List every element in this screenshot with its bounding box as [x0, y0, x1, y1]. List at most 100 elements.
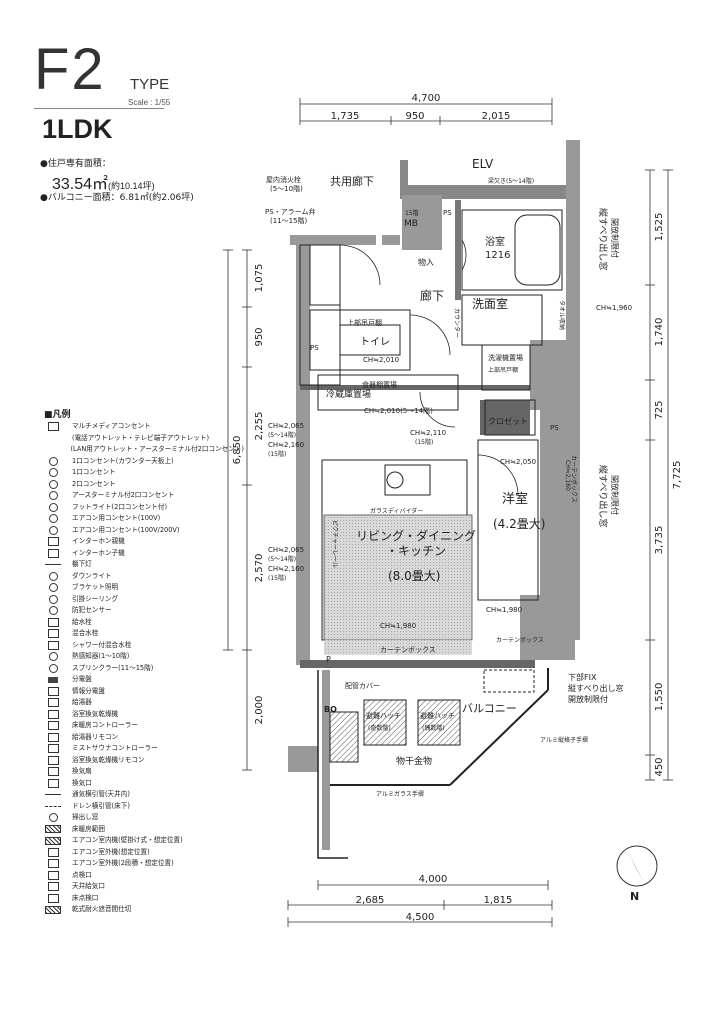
washroom-label: 洗面室: [472, 296, 508, 311]
dim-left-3: 2,255: [254, 412, 265, 441]
legend-item: ダウンライト: [44, 571, 244, 583]
circle-symbol-icon: [44, 663, 62, 673]
svg-text:(偶数階): (偶数階): [422, 724, 445, 732]
legend-label: シャワー付混合水栓: [72, 640, 132, 649]
svg-text:開放制限付: 開放制限付: [568, 694, 608, 704]
rail-b-label: アルミガラス手摺: [376, 790, 424, 798]
dim-right-total: 7,725: [672, 461, 683, 490]
legend-label: 換気口: [72, 778, 92, 787]
circle-symbol-icon: [44, 502, 62, 512]
svg-text:ピクチャーレール: ピクチャーレール: [331, 520, 338, 568]
legend-item: 給湯器リモコン: [44, 732, 244, 744]
svg-text:CH≒2,050: CH≒2,050: [500, 458, 536, 466]
circle-symbol-icon: [44, 571, 62, 581]
circle-symbol-icon: [44, 606, 62, 616]
circle-symbol-icon: [44, 479, 62, 489]
dim-right-1: 1,525: [654, 213, 665, 242]
legend-item: エアコン室内機(壁掛け式・想定位置): [44, 835, 244, 847]
svg-text:カーテンボックス: カーテンボックス: [570, 455, 578, 503]
legend-label: マルチメディアコンセント: [72, 422, 151, 431]
svg-text:PS: PS: [550, 424, 559, 432]
box-symbol-icon: [44, 548, 62, 558]
legend-label: (電話アウトレット・テレビ端子アウトレット): [72, 433, 210, 442]
svg-text:タオル収納: タオル収納: [558, 300, 566, 330]
curtain-box-label: カーテンボックス: [380, 646, 436, 654]
legend-item: スプリンクラー(11〜15階): [44, 663, 244, 675]
ldk-label: リビング・ダイニング: [356, 528, 476, 543]
legend-label: ドレン横引管(床下): [72, 801, 130, 810]
legend-item: マルチメディアコンセント: [44, 421, 244, 433]
legend-item: 1口コンセント(カウンター天板上): [44, 456, 244, 468]
walls: [288, 140, 580, 850]
legend-item: インターホン親機: [44, 536, 244, 548]
svg-text:PS: PS: [310, 344, 319, 352]
legend-label: エアコン室外機(想定位置): [72, 847, 150, 856]
legend-label: 換気扇: [72, 767, 92, 776]
svg-text:P: P: [326, 655, 331, 664]
legend-label: ブラケット照明: [72, 583, 119, 592]
closet-label: クロゼット: [488, 416, 528, 426]
legend-label: ダウンライト: [72, 571, 112, 580]
hatch-symbol-icon: [44, 825, 62, 834]
line-symbol-icon: [44, 560, 62, 569]
legend-item: エアコン用コンセント(100V/200V): [44, 525, 244, 537]
window-b-label: 縦すべり出し窓: [597, 465, 609, 527]
svg-text:(15階): (15階): [268, 574, 286, 582]
ldk-size: (8.0畳大): [388, 569, 440, 583]
dim-top-total: 4,700: [412, 93, 441, 104]
legend-item: 換気扇: [44, 766, 244, 778]
beam-note: 梁欠き(5〜14階): [488, 177, 534, 185]
svg-text:CH≒2,010: CH≒2,010: [363, 356, 399, 364]
legend-label: 給水栓: [72, 617, 92, 626]
balcony-outline: [317, 668, 549, 859]
svg-text:CH≒2,065: CH≒2,065: [268, 422, 304, 430]
box-symbol-icon: [44, 744, 62, 754]
box-symbol-icon: [44, 617, 62, 627]
hatch-symbol-icon: [44, 905, 62, 914]
legend-label: 給湯器: [72, 698, 92, 707]
legend-label: エアコン室外機(2段積・想定位置): [72, 859, 174, 868]
svg-text:カウンター: カウンター: [453, 308, 461, 338]
legend-label: エアコン用コンセント(100V/200V): [72, 525, 180, 534]
dim-right-5: 1,550: [654, 683, 665, 712]
balcony-area-label: ●バルコニー面積：6.81㎡(約2.06坪): [40, 193, 194, 203]
legend-item: ブラケット照明: [44, 582, 244, 594]
box-symbol-icon: [44, 755, 62, 765]
box-symbol-icon: [44, 870, 62, 880]
svg-text:(5〜10階): (5〜10階): [270, 184, 303, 193]
hatch-b-label: 避難ハッチ: [420, 711, 455, 720]
svg-text:(11〜15階): (11〜15階): [270, 216, 308, 225]
svg-text:CH≒1,980: CH≒1,980: [486, 606, 522, 614]
box-symbol-icon: [44, 640, 62, 650]
svg-text:(5〜14階): (5〜14階): [268, 431, 296, 439]
legend-item: 換気口: [44, 778, 244, 790]
svg-text:CH≒2,160: CH≒2,160: [268, 441, 304, 449]
legend-item: 棚下灯: [44, 559, 244, 571]
rail-a-label: アルミ縦格子手摺: [540, 736, 588, 744]
legend-label: 引掛シーリング: [72, 594, 119, 603]
line-symbol-icon: [44, 790, 62, 799]
circle-symbol-icon: [44, 583, 62, 593]
scale-label: Scale : 1/55: [128, 98, 171, 107]
legend-label: 混合水栓: [72, 629, 99, 638]
fill-symbol-icon: [44, 675, 62, 684]
dim-top-2: 950: [405, 111, 424, 122]
window-c-label: 下部FIX: [568, 672, 597, 682]
svg-text:N: N: [630, 890, 639, 903]
legend-title: ■凡例: [44, 410, 71, 420]
dish-label: 食器棚置場: [362, 380, 397, 389]
ps-alarm-label: PS・アラーム弁: [265, 207, 315, 216]
box-symbol-icon: [44, 732, 62, 742]
legend-label: 1口コンセント: [72, 468, 116, 477]
hydrant-label: 屋内消火栓: [266, 175, 301, 184]
dim-right-2: 1,740: [654, 318, 665, 347]
legend-item: 乾式耐火遮音間仕切: [44, 904, 244, 916]
dim-bottom-total: 4,500: [406, 912, 435, 923]
dim-bottom-3: 1,815: [484, 895, 513, 906]
legend-item: 情報分電盤: [44, 686, 244, 698]
svg-text:縦すべり出し窓: 縦すべり出し窓: [568, 683, 623, 693]
dim-bottom-2: 2,685: [356, 895, 385, 906]
cabinet-label: 上部吊戸棚: [347, 318, 382, 327]
box-symbol-icon: [44, 537, 62, 547]
legend-item: 1口コンセント: [44, 467, 244, 479]
